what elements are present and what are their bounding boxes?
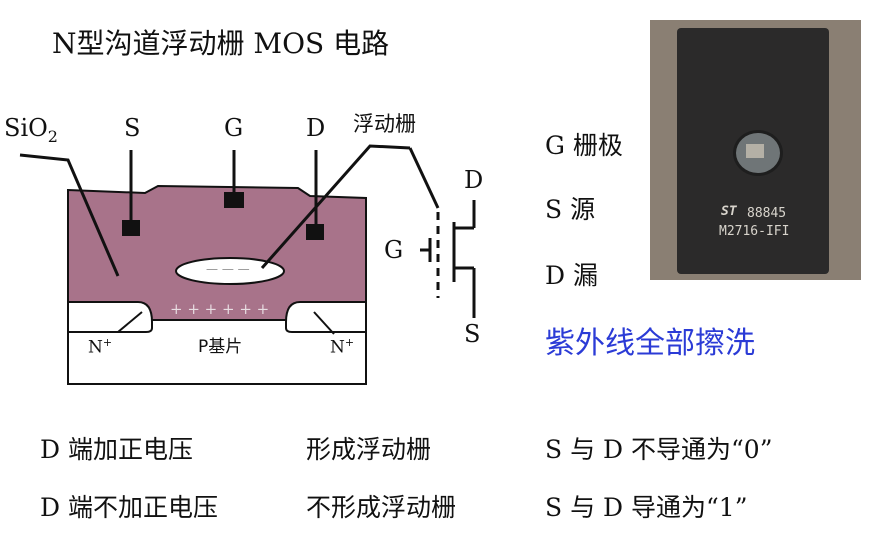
legend-gate: G 栅极 — [545, 131, 623, 160]
mos-transistor-symbol — [408, 147, 476, 318]
substrate-label: P基片 — [198, 337, 243, 357]
legend-source: S 源 — [545, 195, 596, 224]
row1-state: S 与 D 不导通为“0” — [545, 435, 773, 464]
symbol-drain-label: D — [464, 166, 484, 194]
row1-result: 形成浮动栅 — [306, 435, 432, 464]
n-plus-right-label: N+ — [330, 336, 355, 358]
legend-drain: D 漏 — [545, 261, 598, 290]
chip-logo: ST — [721, 204, 737, 219]
minus-charges: — — — — [206, 262, 250, 276]
chip-code-line2: M2716-IFI — [719, 224, 790, 239]
plus-charges: + + + + + + — [170, 300, 270, 318]
gate-contact — [224, 192, 244, 208]
chip-body: ST 88845 M2716-IFI — [677, 28, 829, 274]
page-title: N型沟道浮动栅 MOS 电路 — [52, 27, 390, 60]
n-plus-left-well — [67, 301, 153, 333]
sio2-label: SiO2 — [4, 114, 58, 146]
floating-gate-pointer — [260, 144, 411, 269]
source-contact — [122, 220, 140, 236]
row1-condition: D 端加正电压 — [40, 435, 193, 464]
chip-die — [746, 144, 764, 158]
chip-code-line1: 88845 — [747, 206, 787, 221]
n-plus-right-well — [285, 301, 367, 333]
uv-erase-note: 紫外线全部擦洗 — [545, 326, 755, 361]
row2-state: S 与 D 导通为“1” — [545, 493, 748, 522]
symbol-source-label: S — [464, 320, 481, 348]
symbol-gate-label: G — [384, 236, 404, 264]
floating-gate-label: 浮动栅 — [353, 112, 416, 136]
eprom-chip-photo: ST 88845 M2716-IFI — [650, 20, 861, 280]
source-terminal-label: S — [124, 114, 141, 142]
drain-contact — [306, 224, 324, 240]
sio2-pointer — [19, 153, 120, 277]
drain-terminal-label: D — [306, 114, 326, 142]
floating-gate-ellipse — [175, 257, 285, 285]
n-plus-left-label: N+ — [88, 336, 113, 358]
row2-condition: D 端不加正电压 — [40, 493, 218, 522]
sio2-oxide-layer — [67, 184, 367, 321]
gate-terminal-label: G — [224, 114, 244, 142]
row2-result: 不形成浮动栅 — [306, 493, 457, 522]
